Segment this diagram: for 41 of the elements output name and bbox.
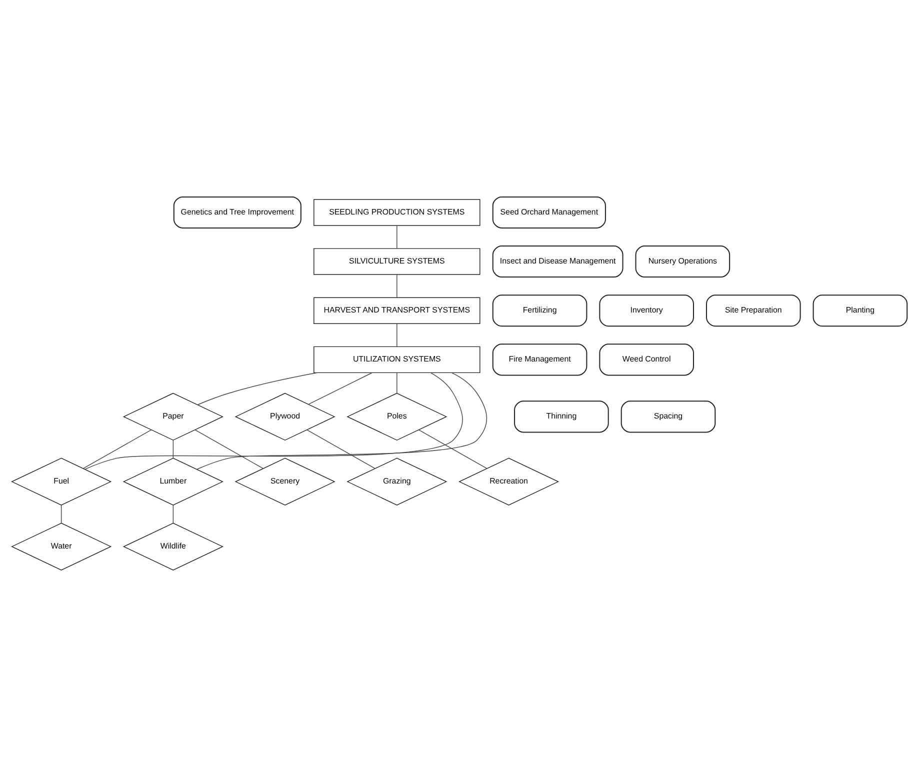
- node-box: HARVEST AND TRANSPORT SYSTEMS: [313, 296, 480, 324]
- node-box: Thinning: [514, 400, 608, 432]
- node-diamond: Recreation: [458, 457, 559, 505]
- node-diamond: Lumber: [122, 457, 223, 505]
- node-diamond: Plywood: [234, 392, 335, 440]
- connector: [418, 428, 487, 468]
- connector: [196, 372, 487, 470]
- node-diamond: Wildlife: [122, 522, 223, 570]
- node-diamond: Water: [10, 522, 112, 570]
- connector: [396, 274, 397, 298]
- connector: [172, 439, 174, 458]
- connector: [196, 372, 317, 405]
- node-box: Insect and Disease Management: [492, 245, 623, 278]
- node-box: Spacing: [620, 400, 716, 432]
- node-diamond: Scenery: [234, 457, 335, 505]
- node-box: Fertilizing: [492, 294, 587, 326]
- connector: [308, 372, 372, 404]
- connector: [194, 428, 263, 468]
- node-box: Weed Control: [598, 343, 694, 376]
- connector: [82, 428, 152, 468]
- node-box: Inventory: [598, 294, 694, 326]
- connector: [172, 504, 174, 523]
- node-diamond: Paper: [122, 392, 223, 440]
- node-box: Genetics and Tree Improvement: [172, 196, 301, 228]
- node-box: Planting: [812, 294, 908, 326]
- node-box: Fire Management: [492, 343, 587, 376]
- connector: [306, 428, 375, 468]
- node-box: UTILIZATION SYSTEMS: [313, 346, 480, 373]
- node-diamond: Fuel: [10, 457, 112, 505]
- node-diamond: Poles: [346, 392, 447, 440]
- connector: [396, 224, 397, 248]
- node-diamond: Grazing: [346, 457, 447, 505]
- connector: [396, 322, 397, 346]
- node-box: Seed Orchard Management: [492, 196, 606, 228]
- connector: [60, 504, 62, 523]
- node-box: SEEDLING PRODUCTION SYSTEMS: [313, 198, 480, 226]
- node-box: SILVICULTURE SYSTEMS: [313, 248, 480, 274]
- node-box: Nursery Operations: [634, 245, 730, 278]
- connector: [396, 372, 397, 394]
- connector: [84, 372, 462, 470]
- node-box: Site Preparation: [705, 294, 800, 326]
